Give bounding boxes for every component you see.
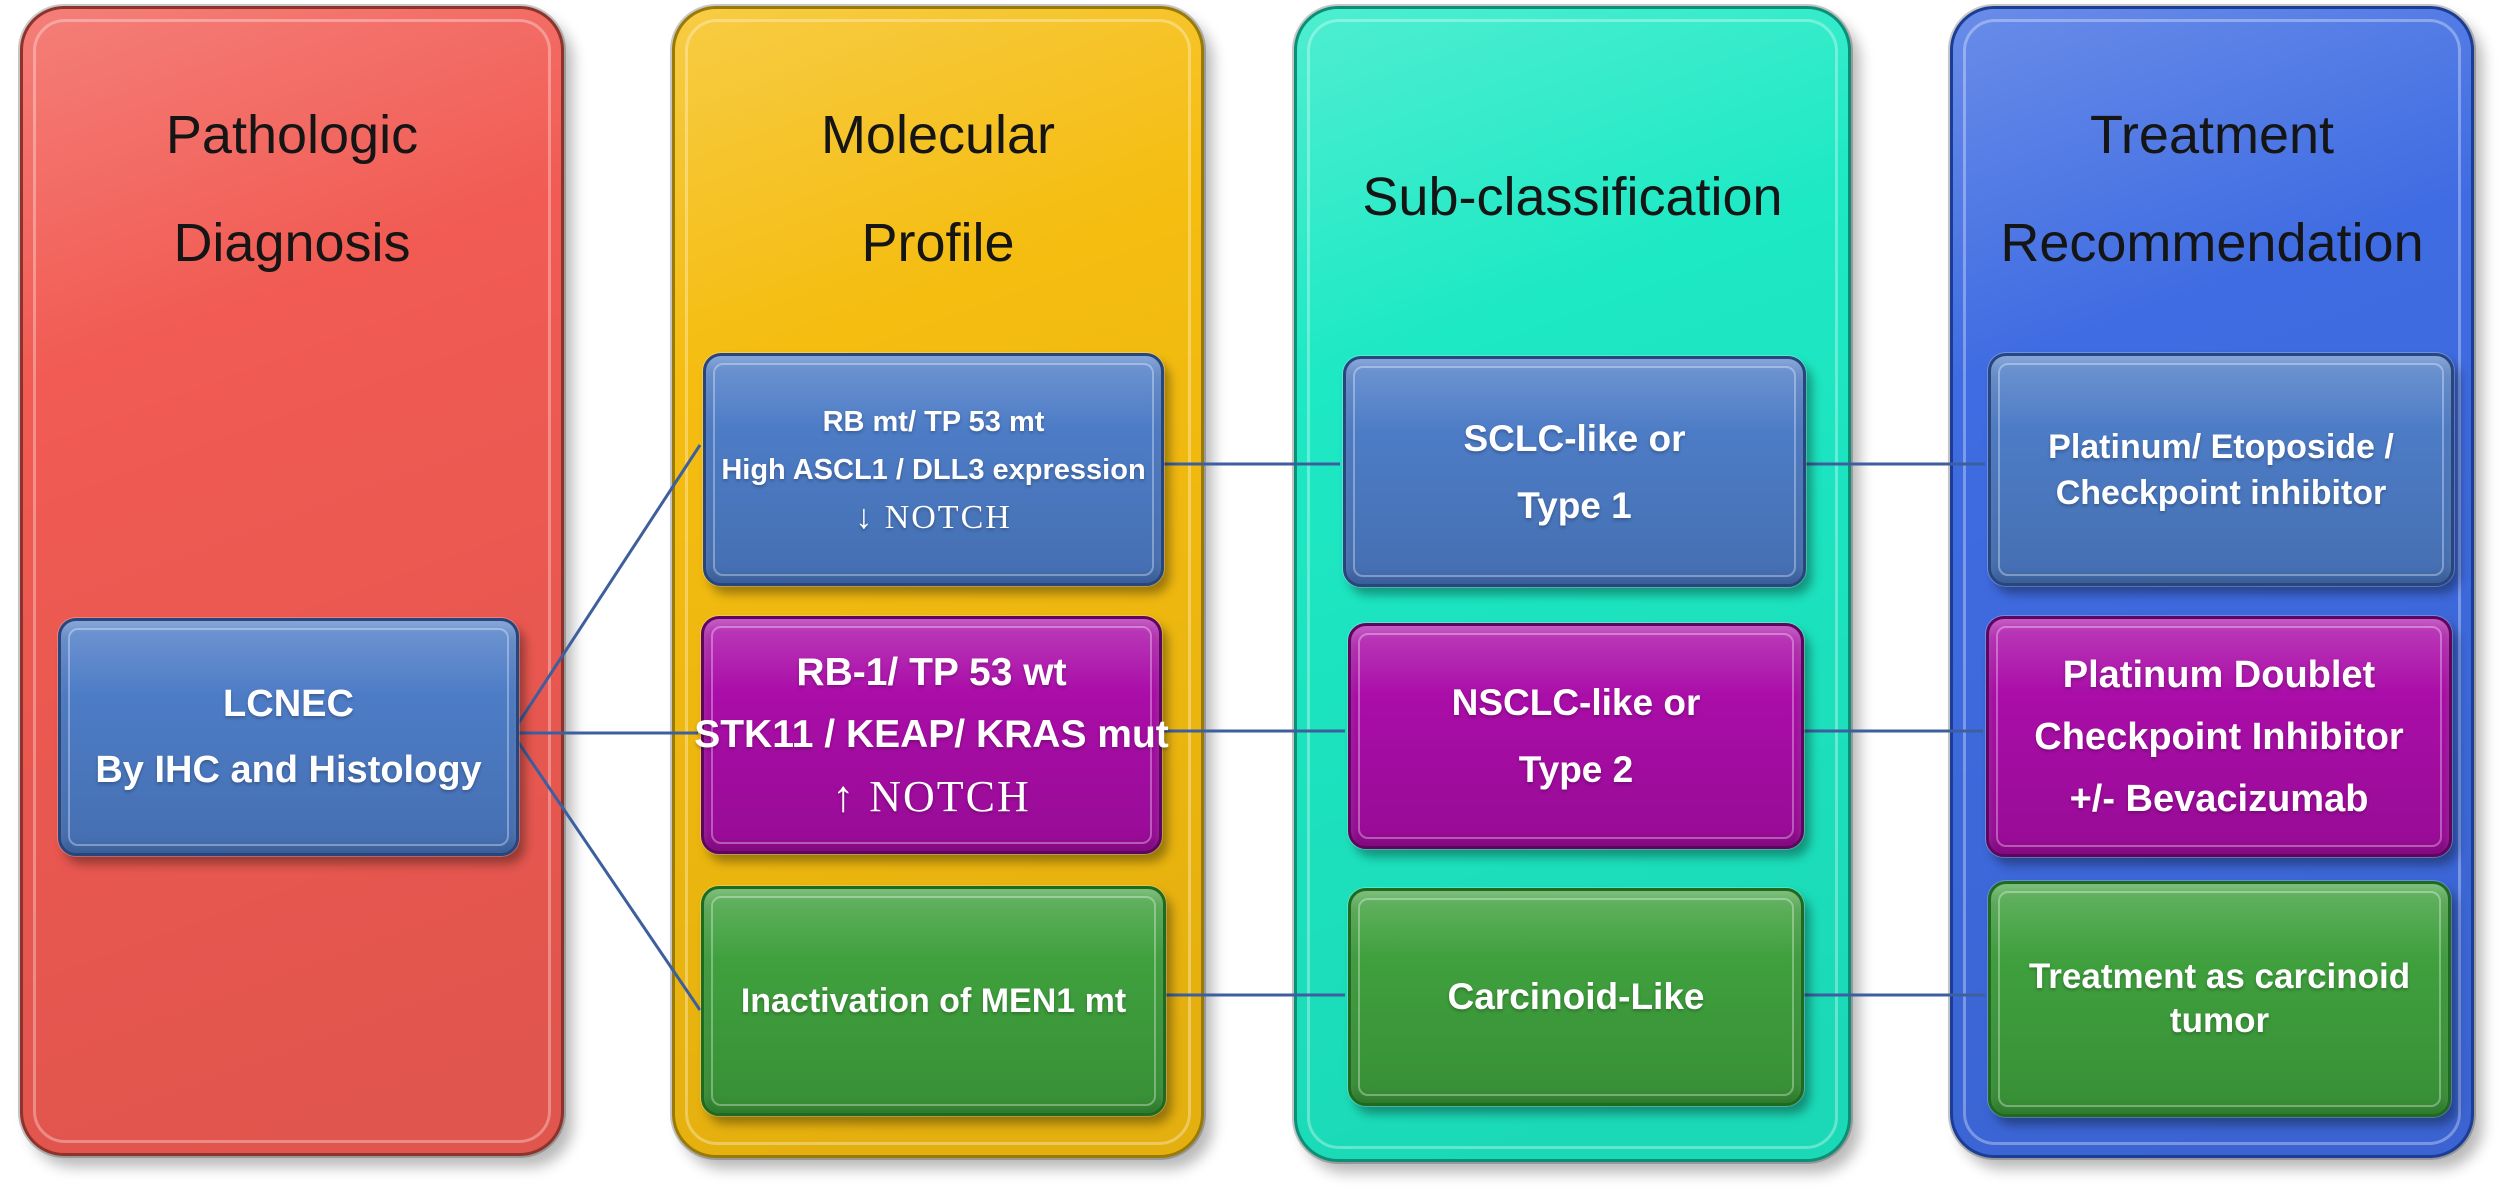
- title-line: Treatment: [2089, 105, 2335, 165]
- node-text: RB mt/ TP 53 mt High ASCL1 / DLL3 expres…: [706, 356, 1161, 583]
- node-treatment-carcinoid: Treatment as carcinoid tumor: [1988, 881, 2451, 1117]
- title-line: Recommendation: [2000, 213, 2424, 273]
- node-profile-type2: RB-1/ TP 53 wt STK11 / KEAP/ KRAS mut ↑ …: [694, 616, 1169, 854]
- node-text: Carcinoid-Like: [1351, 891, 1801, 1103]
- node-line: tumor: [2169, 1001, 2270, 1040]
- column-treatment-recommendation: Treatment Recommendation Platinum/ Etopo…: [1950, 6, 2474, 1158]
- node-line: Treatment as carcinoid: [2028, 957, 2411, 996]
- title-line: Pathologic: [165, 105, 419, 165]
- title-line: Sub-classification: [1362, 167, 1783, 227]
- node-profile-carcinoid: Inactivation of MEN1 mt: [701, 886, 1166, 1116]
- node-lcnec-diagnosis: LCNEC By IHC and Histology: [58, 618, 519, 856]
- node-treatment-type1: Platinum/ Etoposide / Checkpoint inhibit…: [1988, 353, 2454, 586]
- node-text: SCLC-like or Type 1: [1346, 359, 1803, 584]
- node-line: Type 1: [1517, 484, 1632, 526]
- column-sub-classification: Sub-classification SCLC-like or Type 1 N…: [1294, 6, 1851, 1162]
- node-subclass-type2: NSCLC-like or Type 2: [1348, 623, 1804, 849]
- node-line: Type 2: [1518, 749, 1634, 790]
- column-pathologic-diagnosis: Pathologic Diagnosis LCNEC By IHC and Hi…: [20, 6, 564, 1156]
- column-title-sub-classification: Sub-classification: [1297, 143, 1848, 251]
- title-line: Molecular: [820, 105, 1056, 165]
- node-line: RB mt/ TP 53 mt: [822, 405, 1045, 438]
- node-text: Platinum/ Etoposide / Checkpoint inhibit…: [1991, 356, 2451, 583]
- node-line: Carcinoid-Like: [1447, 976, 1705, 1017]
- node-text: NSCLC-like or Type 2: [1351, 626, 1801, 846]
- node-line: STK11 / KEAP/ KRAS mut: [694, 713, 1169, 756]
- node-line: Checkpoint inhibitor: [2055, 473, 2387, 512]
- node-text: RB-1/ TP 53 wt STK11 / KEAP/ KRAS mut ↑ …: [694, 619, 1169, 851]
- node-line: LCNEC: [223, 683, 354, 725]
- node-profile-type1: RB mt/ TP 53 mt High ASCL1 / DLL3 expres…: [703, 353, 1164, 586]
- node-line-notch-up: ↑ NOTCH: [832, 772, 1031, 821]
- node-line: High ASCL1 / DLL3 expression: [721, 453, 1146, 486]
- node-text: Treatment as carcinoid tumor: [1991, 884, 2448, 1114]
- title-line: Diagnosis: [173, 213, 411, 273]
- node-line-notch-down: ↓ NOTCH: [855, 498, 1012, 536]
- node-line: By IHC and Histology: [95, 749, 482, 791]
- node-line: Platinum/ Etoposide /: [2048, 427, 2394, 466]
- node-subclass-type1: SCLC-like or Type 1: [1343, 356, 1806, 587]
- column-title-treatment-recommendation: Treatment Recommendation: [1953, 81, 2471, 297]
- node-line: SCLC-like or: [1463, 417, 1686, 459]
- node-line: Platinum Doublet: [2062, 653, 2376, 696]
- node-line: Inactivation of MEN1 mt: [740, 982, 1127, 1020]
- node-subclass-carcinoid: Carcinoid-Like: [1348, 888, 1804, 1106]
- node-text: LCNEC By IHC and Histology: [61, 621, 516, 853]
- column-title-pathologic-diagnosis: Pathologic Diagnosis: [23, 81, 561, 297]
- node-line: RB-1/ TP 53 wt: [796, 651, 1067, 694]
- node-text: Inactivation of MEN1 mt: [704, 889, 1163, 1113]
- column-title-molecular-profile: Molecular Profile: [675, 81, 1201, 297]
- node-line: +/- Bevacizumab: [2069, 777, 2369, 820]
- node-line: Checkpoint Inhibitor: [2034, 715, 2404, 758]
- node-line: NSCLC-like or: [1451, 682, 1701, 723]
- node-text: Platinum Doublet Checkpoint Inhibitor +/…: [1989, 619, 2449, 854]
- node-treatment-type2: Platinum Doublet Checkpoint Inhibitor +/…: [1986, 616, 2452, 857]
- column-molecular-profile: Molecular Profile RB mt/ TP 53 mt High A…: [672, 6, 1204, 1158]
- title-line: Profile: [861, 213, 1015, 273]
